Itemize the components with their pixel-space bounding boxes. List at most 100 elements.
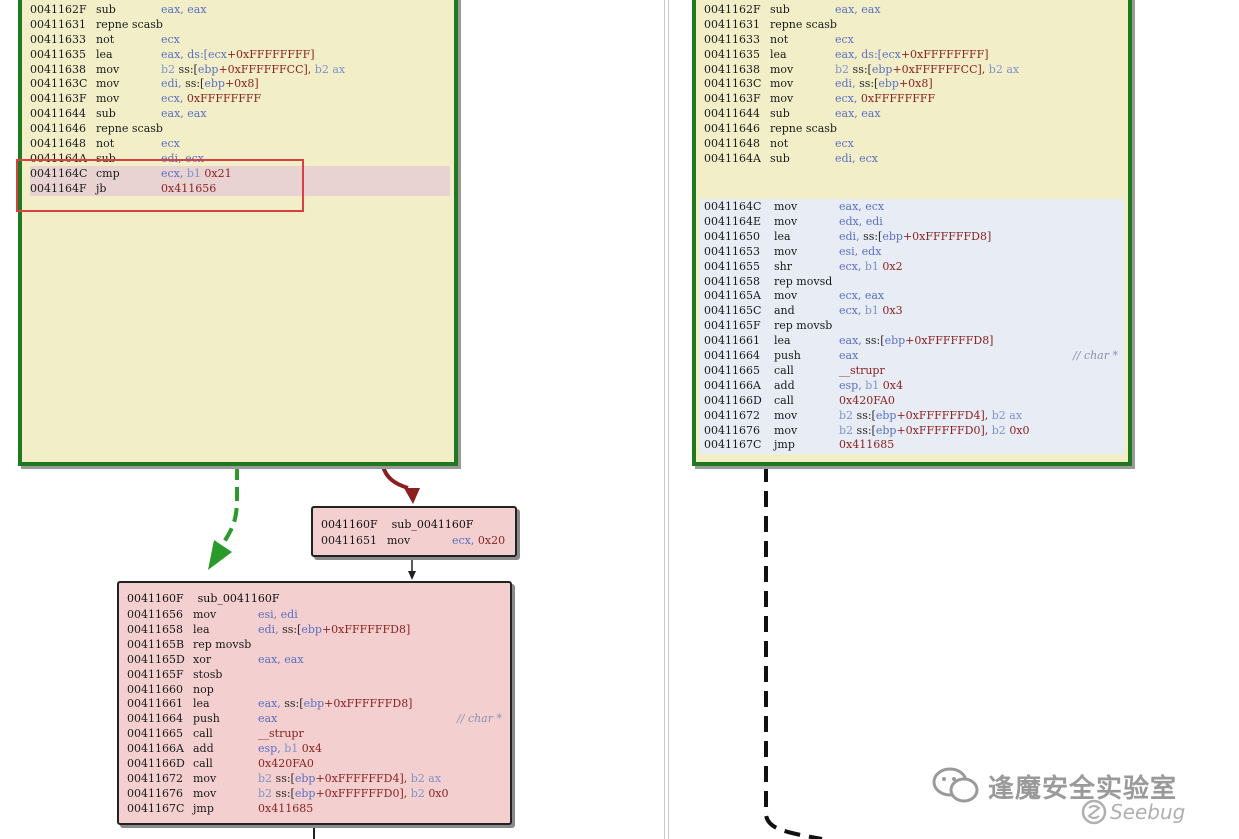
- instruction-address: 0041164A: [30, 151, 87, 165]
- operand-token: b1: [284, 742, 302, 756]
- instruction-address: 0041164E: [704, 214, 762, 228]
- left-graph-pane[interactable]: 0041162Amovecx, 0xFFFFFFFF0041162Fsubeax…: [0, 0, 662, 839]
- main-basic-block[interactable]: 0041162Amovecx, 0xFFFFFFFF0041162Fsubeax…: [692, 0, 1132, 466]
- operand-token: +0xFFFFFFCC],: [892, 62, 989, 76]
- operand-token: ebp: [882, 229, 903, 243]
- right-graph-pane[interactable]: 0041162Amovecx, 0xFFFFFFFF0041162Fsubeax…: [672, 0, 1239, 839]
- instruction-mnemonic: sub: [96, 151, 116, 165]
- instruction-address: 0041165D: [127, 652, 185, 666]
- instruction-operands: edx, edi: [839, 214, 883, 229]
- instruction-mnemonic: repne scasb: [96, 17, 163, 31]
- operand-token: ss:[: [185, 77, 205, 91]
- operand-token: 0x2: [882, 259, 903, 273]
- instruction-mnemonic: add: [774, 378, 795, 392]
- instruction-address: 00411656: [127, 608, 183, 621]
- instruction-mnemonic: not: [96, 32, 115, 46]
- instruction-address: 00411658: [704, 274, 760, 288]
- operand-token: eax, ecx: [839, 200, 885, 213]
- instruction-address: 00411648: [30, 137, 86, 150]
- instruction-mnemonic: mov: [774, 214, 798, 228]
- instruction-operands: eax, eax: [161, 106, 207, 121]
- pane-splitter[interactable]: [662, 0, 672, 839]
- instruction-row[interactable]: 0041162Amovecx, 0xFFFFFFFF: [30, 0, 450, 2]
- main-basic-block[interactable]: 0041162Amovecx, 0xFFFFFFFF0041162Fsubeax…: [18, 0, 458, 466]
- instruction-address: 0041167C: [704, 438, 762, 452]
- operand-token: ecx: [835, 137, 854, 150]
- instruction-address: 0041164A: [704, 151, 761, 165]
- instruction-operands: b2 ss:[ebp+0xFFFFFFCC], b2 ax: [835, 62, 1019, 77]
- instruction-address: 00411635: [30, 47, 86, 61]
- instruction-mnemonic: sub: [770, 107, 790, 121]
- operand-token: +0x8]: [224, 77, 259, 91]
- instruction-row[interactable]: 0041164E mov edx, edi: [704, 214, 1118, 229]
- instruction-mnemonic: nop: [193, 682, 214, 696]
- instruction-row[interactable]: 0041162Amovecx, 0xFFFFFFFF: [704, 0, 1124, 2]
- operand-token: 0x4: [301, 742, 322, 756]
- instruction-address: 00411651: [321, 534, 377, 547]
- operand-token: b2 ax: [410, 771, 442, 785]
- operand-token: b2: [991, 423, 1010, 437]
- instruction-address: 0041165F: [127, 667, 184, 681]
- instruction-address: 00411672: [704, 408, 760, 422]
- instruction-operands: ecx, 0xFFFFFFFF: [161, 0, 261, 2]
- operand-token: ecx,: [839, 259, 865, 273]
